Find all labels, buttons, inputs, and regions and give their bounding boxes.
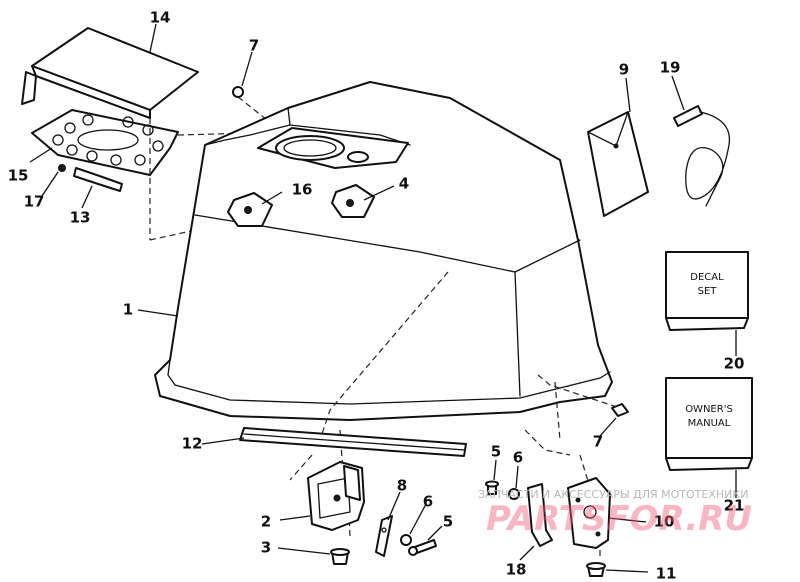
part-13-seal-strip[interactable] (73, 167, 123, 192)
decal-box-line1: DECAL (690, 272, 724, 283)
callout-9: 9 (619, 61, 629, 79)
callout-15: 15 (8, 167, 29, 185)
leader-lines (29, 23, 737, 573)
callout-18: 18 (506, 561, 527, 579)
part-20-decal-box[interactable]: DECAL SET (665, 251, 749, 331)
watermark-logo: PARTSFOR.RU (486, 499, 752, 539)
callout-6-left: 6 (423, 493, 433, 511)
callout-20: 20 (724, 355, 745, 373)
part-6-washer-right[interactable] (508, 488, 520, 500)
callout-1: 1 (123, 301, 133, 319)
part-4-latch-bracket[interactable] (331, 184, 375, 218)
part-3-knob[interactable] (330, 548, 350, 565)
callout-4: 4 (399, 175, 409, 193)
part-7-screw-top[interactable] (232, 86, 244, 98)
callout-5-right: 5 (491, 443, 501, 461)
callout-2: 2 (261, 513, 271, 531)
callout-19: 19 (660, 59, 681, 77)
callout-numbers: 14 7 9 19 15 17 13 16 4 1 20 7 12 5 6 8 … (8, 9, 745, 582)
part-8-clip[interactable] (375, 515, 393, 557)
part-11-knob[interactable] (586, 562, 606, 577)
part-12-seal-strip[interactable] (239, 427, 467, 457)
part-1-motor-cover[interactable] (154, 81, 613, 421)
callout-13: 13 (70, 209, 91, 227)
part-19-cord[interactable] (673, 105, 730, 207)
manual-box-line2: MANUAL (688, 418, 731, 429)
part-16-latch-bracket[interactable] (227, 192, 273, 227)
part-5-screw-right[interactable] (485, 480, 499, 495)
callout-14: 14 (150, 9, 171, 27)
decal-box-line2: SET (698, 286, 718, 297)
callout-7-top: 7 (249, 37, 259, 55)
callout-10: 10 (654, 513, 675, 531)
callout-12: 12 (182, 435, 203, 453)
callout-8: 8 (397, 477, 407, 495)
watermark-tagline: ЗАПЧАСТИ И АКСЕССУАРЫ ДЛЯ МОТОТЕХНИКИ (478, 488, 748, 501)
part-9-envelope[interactable] (587, 111, 649, 217)
cover-vent-opening[interactable] (257, 127, 409, 169)
part-21-manual-box[interactable]: OWNER'S MANUAL (665, 377, 753, 471)
callout-5-left: 5 (443, 513, 453, 531)
manual-box-line1: OWNER'S (685, 404, 733, 415)
callout-6-right: 6 (513, 449, 523, 467)
part-7-screw-right[interactable] (611, 403, 629, 417)
part-15-gasket[interactable] (31, 109, 179, 176)
part-5-screw-left[interactable] (408, 539, 437, 556)
callout-7-right: 7 (593, 433, 603, 451)
callout-11: 11 (656, 565, 677, 582)
callout-16: 16 (292, 181, 313, 199)
part-17-screw[interactable] (58, 164, 66, 172)
callout-3: 3 (261, 539, 271, 557)
part-6-washer-left[interactable] (400, 534, 412, 546)
part-14-top-cover[interactable] (21, 27, 199, 119)
part-18-bracket[interactable] (527, 483, 553, 547)
callout-17: 17 (24, 193, 45, 211)
callout-21: 21 (724, 497, 745, 515)
part-10-latch-plate[interactable] (567, 477, 611, 549)
watermark: ЗАПЧАСТИ И АКСЕССУАРЫ ДЛЯ МОТОТЕХНИКИ PA… (478, 488, 752, 539)
part-2-latch[interactable] (307, 461, 365, 531)
